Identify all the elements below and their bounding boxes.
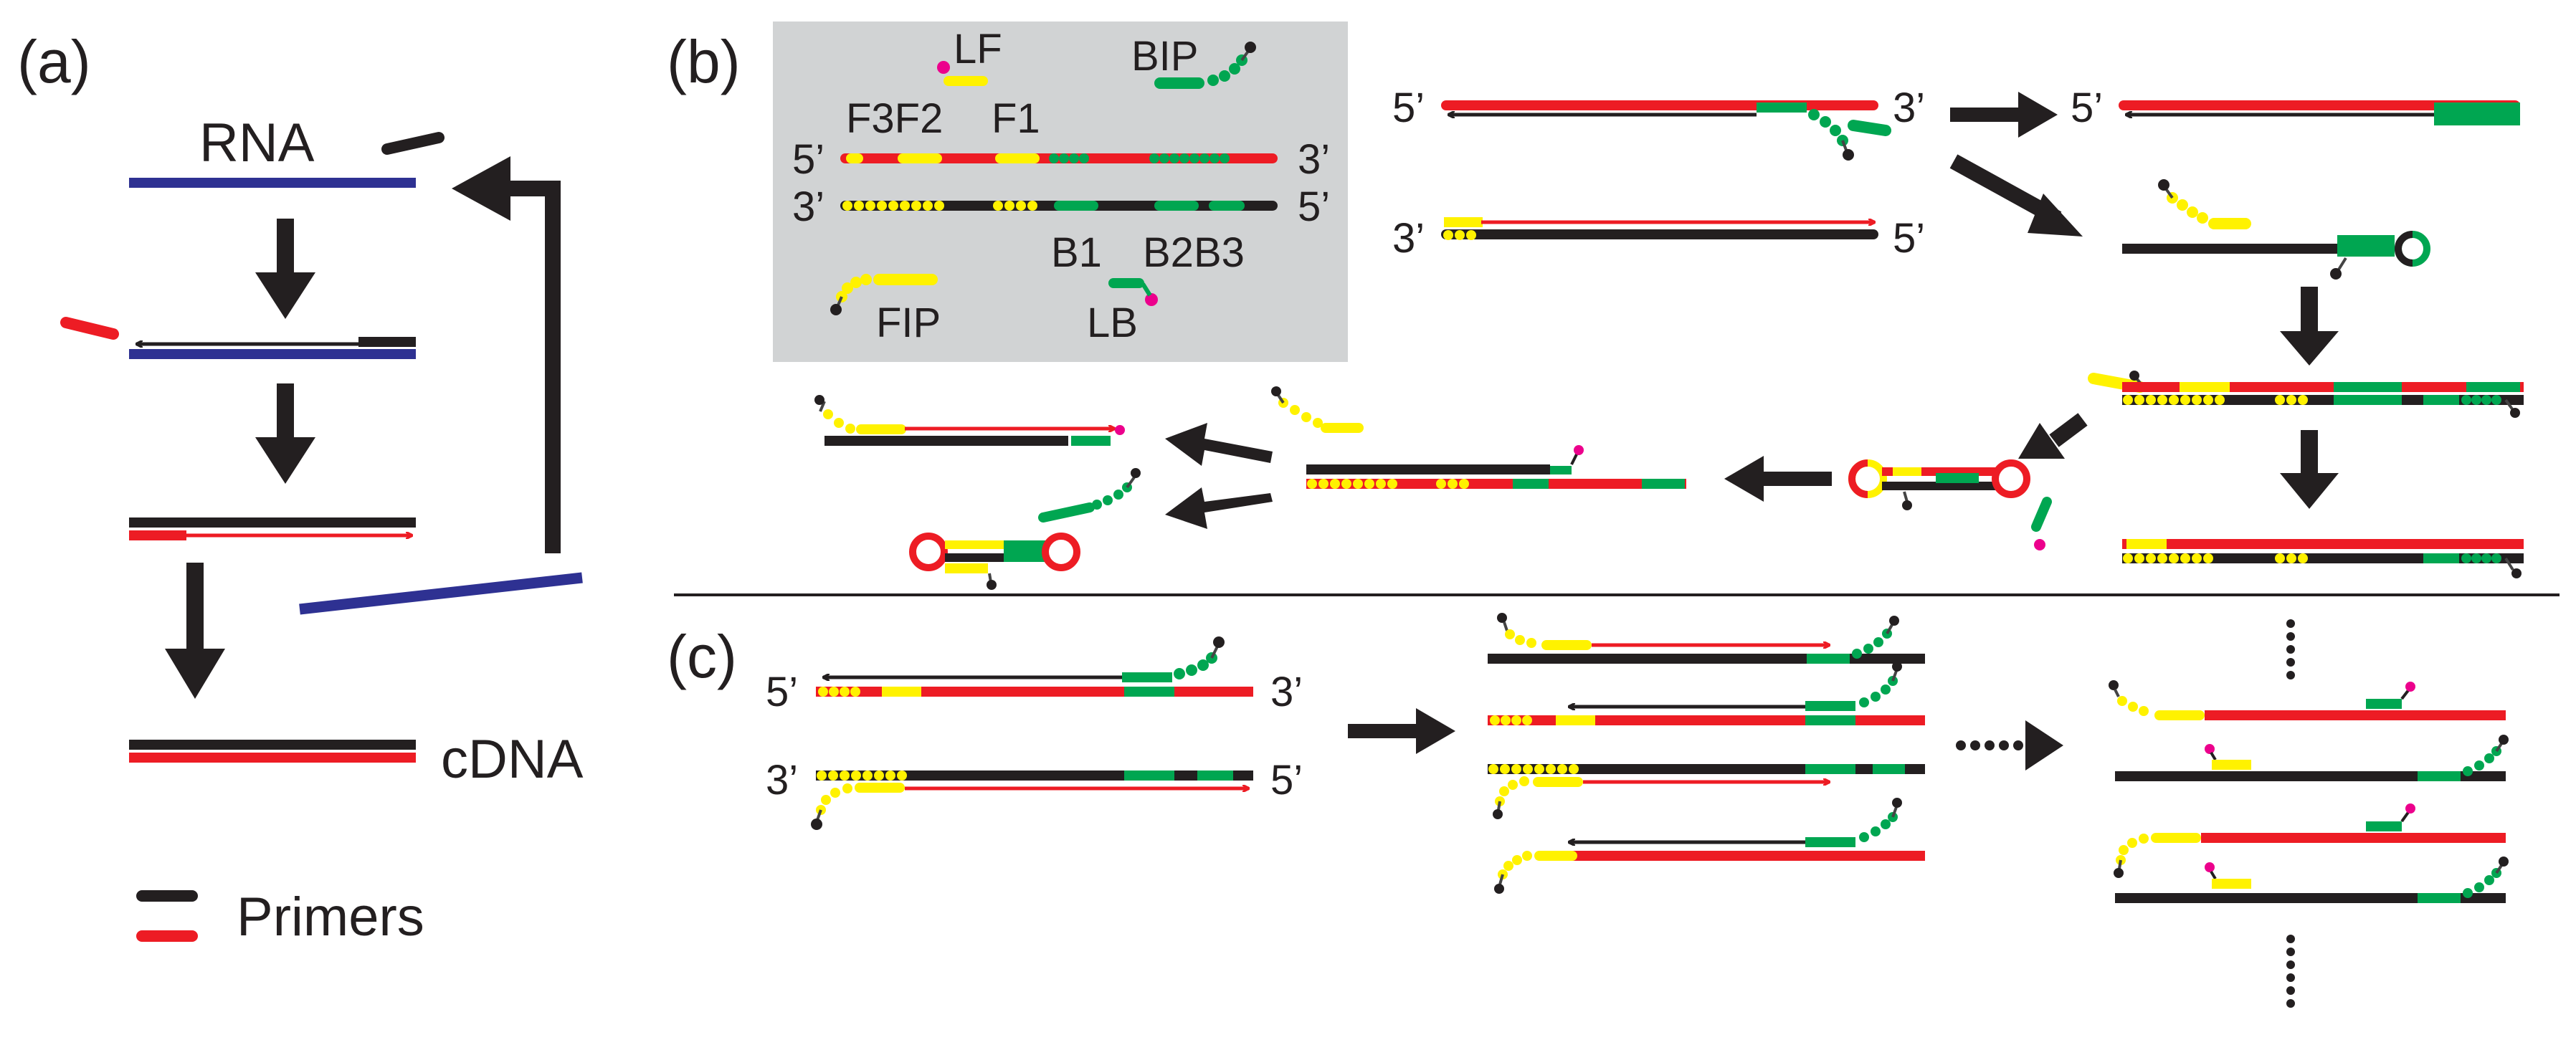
cdna-label: cDNA (441, 729, 584, 790)
rna-strand-2 (129, 349, 416, 359)
c-stack-item-2 (1488, 662, 1925, 725)
legend-label: Primers (237, 887, 424, 948)
c-stack-item-4 (1494, 798, 1925, 894)
flow-arrow-down-1 (255, 219, 315, 319)
primer-map-inset: LF BIP F3F2 F1 5’ 3’ 3’ (773, 22, 1348, 362)
c-3prime-bottom: 3’ (766, 757, 798, 803)
c-stack-item-1 (1488, 613, 1925, 664)
rna-strand (129, 178, 416, 188)
stemloop-right (2122, 179, 2430, 280)
lb-primer (1108, 278, 1144, 288)
c-stack (1488, 613, 1925, 894)
flow-arrow-recycle (452, 156, 561, 553)
c-5prime-bottom: 5’ (1270, 757, 1303, 803)
c-duplex-bottom: 3’ 5’ (766, 757, 1303, 830)
inset-background (773, 22, 1348, 362)
flow-arrow-right-b1 (1950, 92, 2058, 138)
lb-label: LB (1087, 300, 1138, 346)
fip-primer (830, 274, 938, 315)
panel-c: (c) 5’ 3’ 3’ 5’ (667, 613, 2509, 1008)
panel-a-label: (a) (17, 28, 91, 95)
b1-label: B1 (1051, 229, 1102, 276)
cdna-black (129, 740, 416, 750)
ellipsis-bottom (2286, 935, 2295, 1008)
cdna-strand (129, 517, 416, 528)
lb-loop-end (1145, 293, 1158, 306)
c-stack-item-3 (1488, 764, 1925, 819)
cdna-red (129, 753, 416, 763)
panel-b-label: (b) (667, 28, 741, 95)
dumbbell-bottom-left (909, 533, 1080, 590)
b3-region (1209, 201, 1245, 211)
bip-label: BIP (1131, 33, 1199, 80)
loose-bip (1038, 468, 1141, 523)
flow-arrow-dotted (1956, 720, 2063, 771)
c-product-2 (2115, 735, 2509, 781)
panel-a: (a) RNA (17, 28, 584, 948)
f3-region (846, 153, 863, 163)
flow-arrow-down-2 (255, 383, 315, 484)
inset-5prime-bottom: 5’ (1298, 183, 1330, 230)
c-product-3 (2114, 803, 2506, 878)
duplex-fip-extension: 3’ 5’ (1392, 215, 1925, 262)
inset-3prime-top: 3’ (1298, 136, 1330, 183)
f3f2-label: F3F2 (846, 95, 943, 142)
b1c-dots (1049, 153, 1230, 163)
duplex-5prime-3: 5’ (2071, 85, 2103, 131)
rna-released (299, 572, 583, 615)
f1-label: F1 (992, 95, 1040, 142)
flow-arrow-left-b2 (1165, 423, 1273, 466)
flow-arrow-left-b3 (1165, 487, 1273, 529)
flow-arrow-diag-b (1949, 154, 2083, 237)
c-3prime-top: 3’ (1270, 669, 1303, 715)
flow-arrow-down-b2 (2280, 430, 2339, 509)
fip-label: FIP (876, 300, 941, 346)
flow-arrow-right-c1 (1348, 708, 1455, 754)
lf-loop-end (937, 61, 950, 74)
duplex-5prime: 5’ (1392, 85, 1425, 131)
c-product-1 (2109, 680, 2506, 720)
duplex-middle-left (1271, 386, 1686, 489)
primer-black (381, 132, 445, 155)
flow-arrow-left-b1 (1724, 456, 1832, 502)
duplex-5prime-2: 5’ (1893, 215, 1925, 262)
primer-on-rna (358, 337, 416, 347)
c-product-4 (2115, 857, 2509, 903)
b2-region (1154, 201, 1199, 211)
panel-c-label: (c) (667, 623, 737, 690)
flow-arrow-diag-b2 (2018, 413, 2088, 459)
product-top-left (814, 395, 1125, 446)
duplex-3prime-2: 3’ (1392, 215, 1425, 262)
duplex-bip-binding: 5’ 3’ (1392, 85, 1925, 161)
panel-b: (b) LF BIP F3F2 F1 5’ (667, 22, 2524, 590)
bip-primer (1154, 42, 1256, 89)
inset-5prime-top: 5’ (792, 136, 824, 183)
duplex-3prime: 3’ (1893, 85, 1925, 131)
rna-label: RNA (199, 113, 315, 173)
lf-primer (944, 76, 988, 86)
lf-label: LF (954, 26, 1002, 72)
c-duplex-top: 5’ 3’ (766, 636, 1303, 715)
duplex-top-right (2119, 100, 2520, 125)
duplex-bottom-right (2122, 539, 2524, 578)
primer-red-bound (129, 530, 186, 540)
lb-linker (1141, 282, 1152, 297)
primer-red (60, 317, 119, 340)
b2b3-label: B2B3 (1143, 229, 1245, 276)
c-5prime-top: 5’ (766, 669, 798, 715)
f1-region (995, 153, 1040, 163)
b1-region (1054, 201, 1098, 211)
ellipsis-top (2286, 619, 2295, 679)
inset-3prime-bottom: 3’ (792, 183, 824, 230)
f2-region (898, 153, 942, 163)
dumbbell-structure (1848, 459, 2052, 550)
f-complement-dots (842, 201, 1037, 211)
flow-arrow-down-3 (165, 563, 225, 699)
flow-arrow-down-b1 (2280, 287, 2339, 366)
dumbbell-duplex-1 (2088, 371, 2524, 418)
